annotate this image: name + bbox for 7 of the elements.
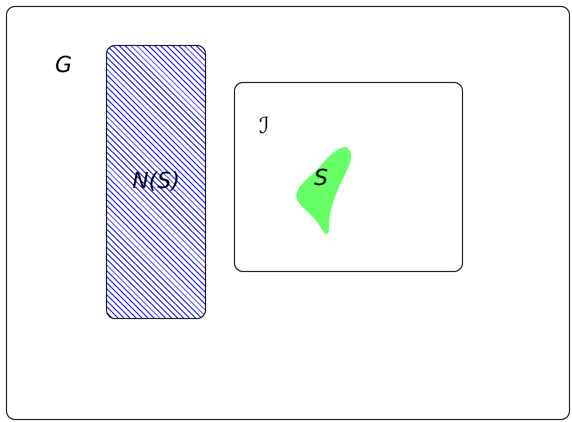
neighborhood-region — [106, 45, 206, 319]
set-region — [234, 82, 463, 272]
graph-region — [6, 6, 570, 420]
subset-blob — [295, 146, 352, 235]
math-label: ℐ — [259, 116, 270, 138]
math-label: S — [314, 168, 328, 190]
math-label: G — [55, 55, 72, 77]
